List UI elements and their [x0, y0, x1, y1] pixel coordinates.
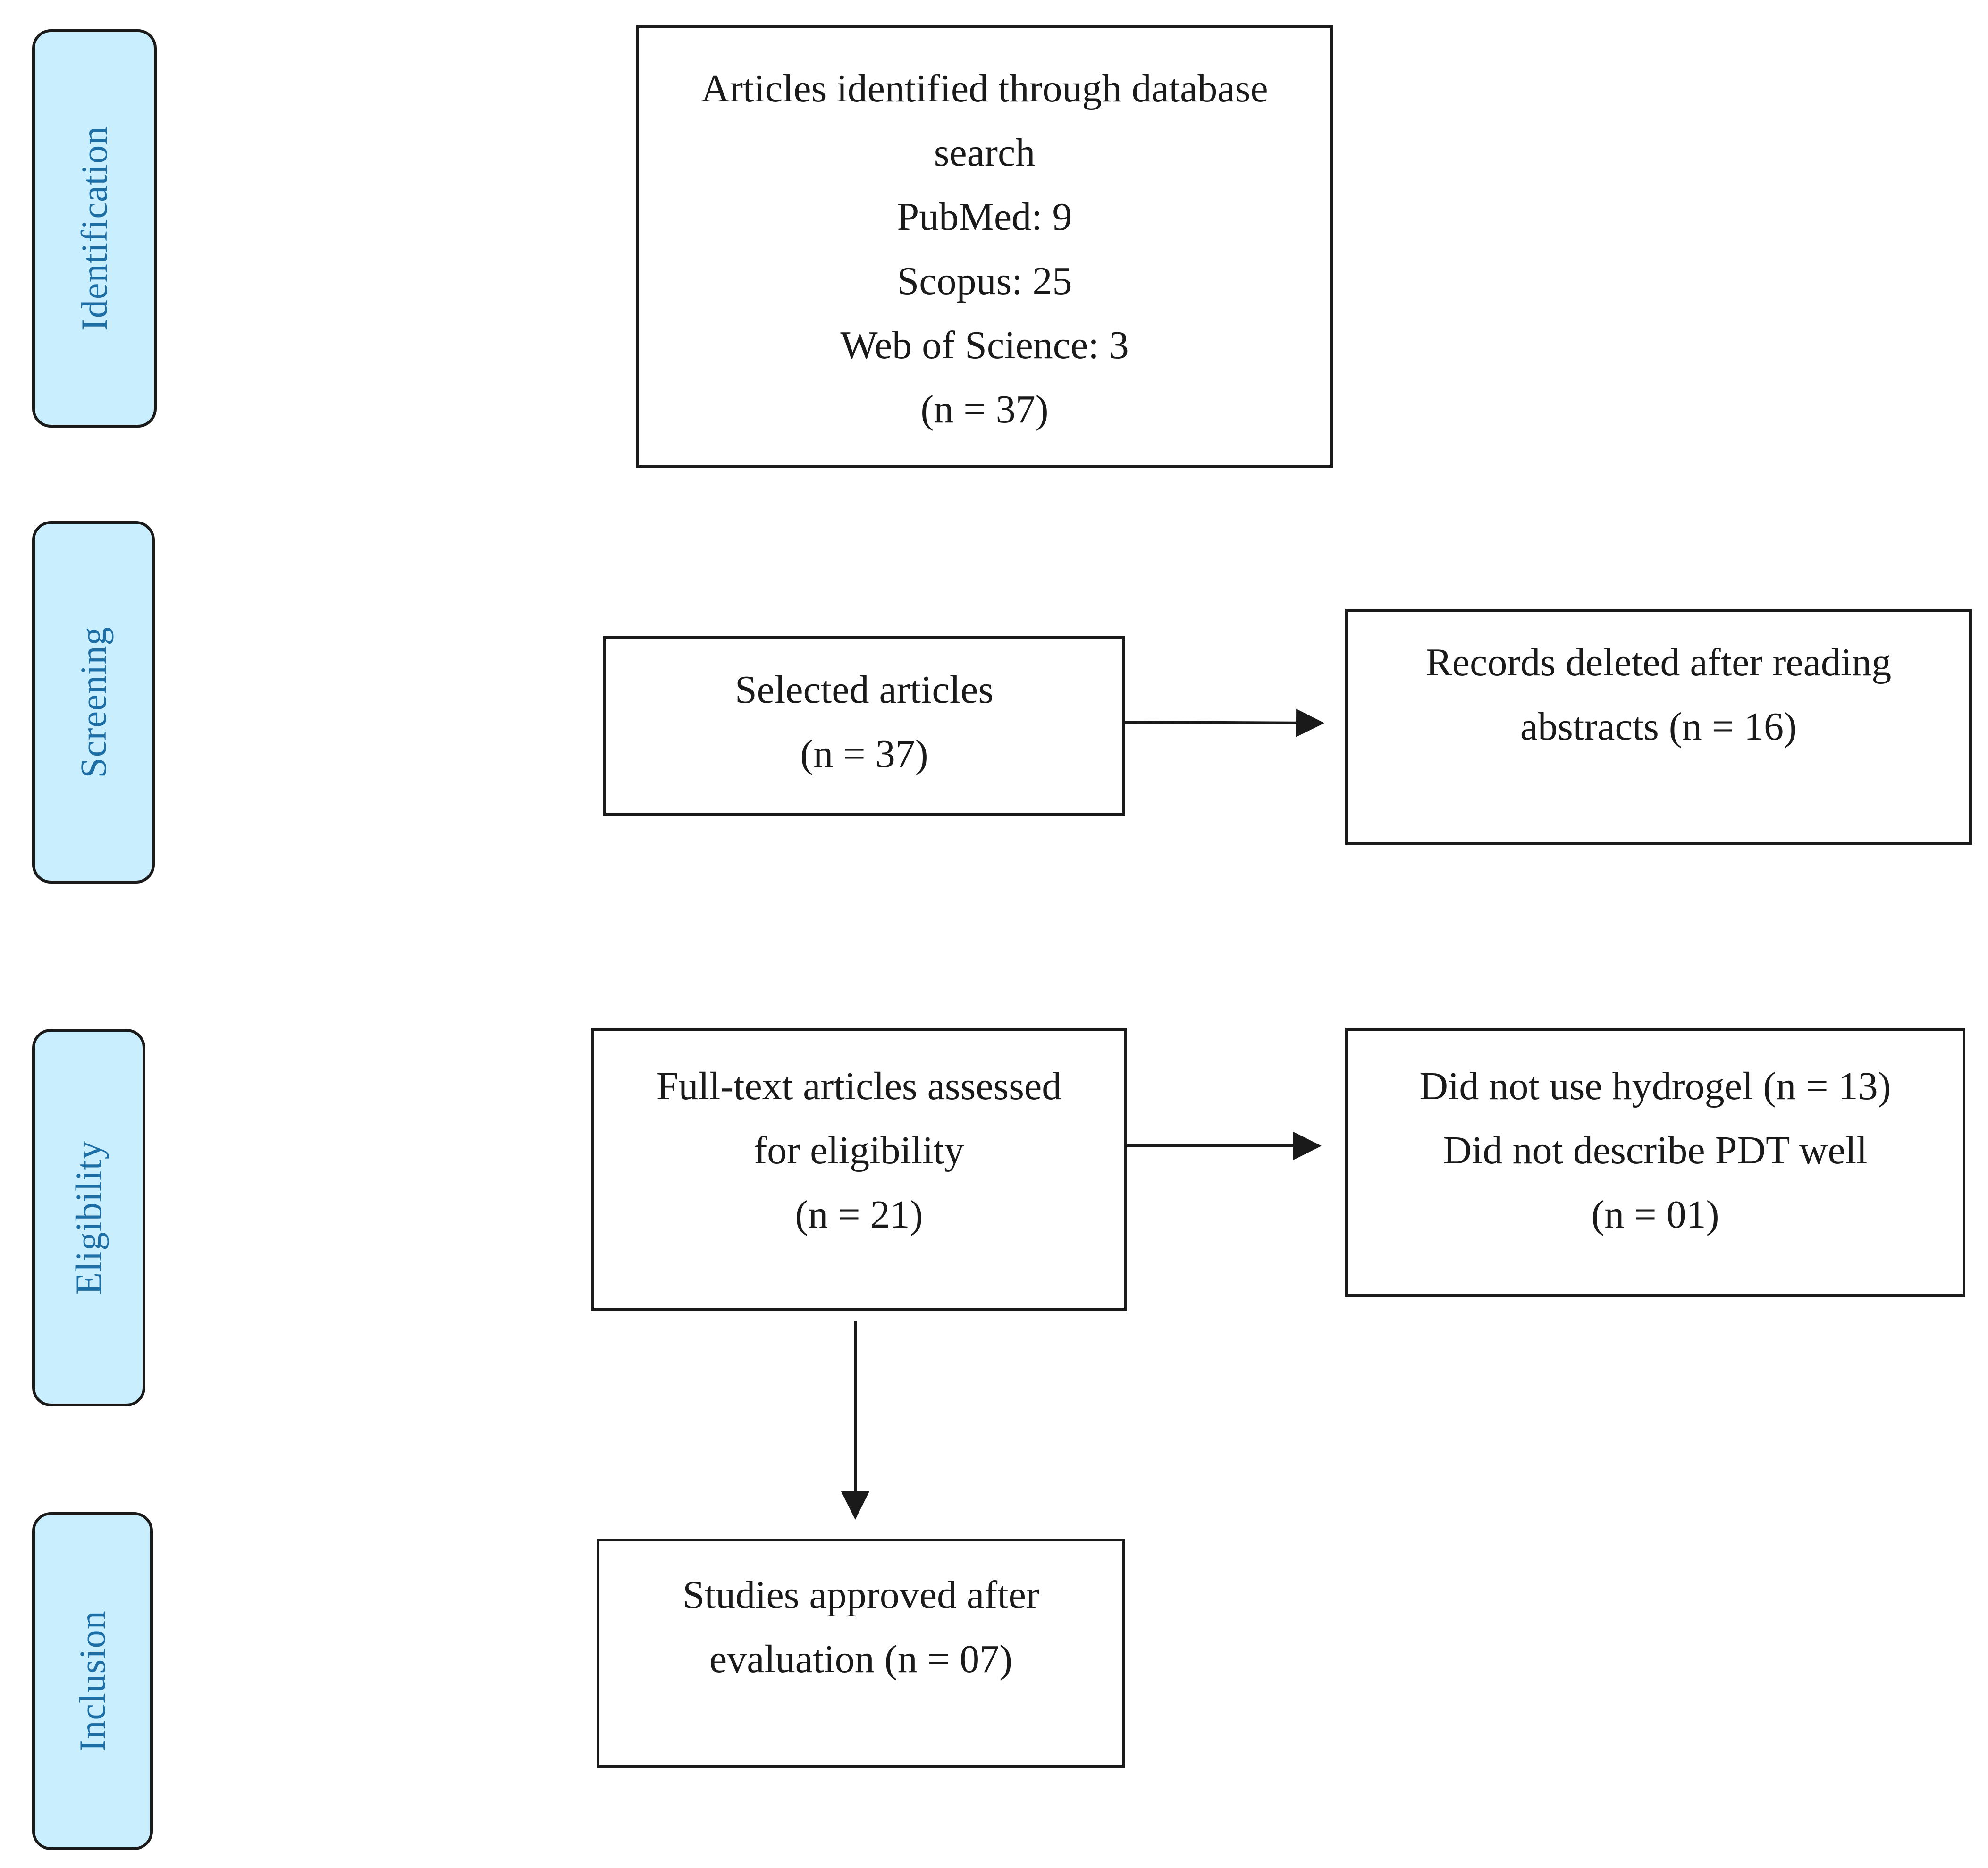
- approved-box: Studies approved after evaluation (n = 0…: [597, 1539, 1125, 1768]
- selected-box: Selected articles (n = 37): [603, 636, 1125, 816]
- approved-line-2: evaluation (n = 07): [709, 1637, 1013, 1681]
- phase-screening: Screening: [32, 521, 155, 884]
- identified-box: Articles identified through database sea…: [636, 25, 1333, 468]
- phase-inclusion: Inclusion: [32, 1512, 153, 1850]
- excluded-box: Did not use hydrogel (n = 13) Did not de…: [1345, 1028, 1965, 1297]
- selected-line-1: Selected articles: [734, 668, 994, 712]
- excluded-line-1: Did not use hydrogel (n = 13): [1419, 1064, 1891, 1108]
- phase-identification: Identification: [32, 29, 157, 428]
- identified-line-4: Scopus: 25: [897, 259, 1072, 303]
- excluded-line-2: Did not describe PDT well: [1443, 1128, 1868, 1172]
- identified-line-6: (n = 37): [920, 387, 1049, 431]
- arrow-selected-to-deleted: [1125, 708, 1324, 737]
- fulltext-line-1: Full-text articles assessed: [656, 1064, 1062, 1108]
- deleted-line-1: Records deleted after reading: [1425, 640, 1892, 684]
- deleted-line-2: abstracts (n = 16): [1520, 705, 1797, 749]
- excluded-line-3: (n = 01): [1591, 1193, 1719, 1237]
- fulltext-line-2: for eligibility: [754, 1128, 964, 1172]
- identified-line-3: PubMed: 9: [897, 195, 1072, 239]
- deleted-box: Records deleted after reading abstracts …: [1345, 609, 1972, 845]
- identified-line-5: Web of Science: 3: [840, 323, 1129, 367]
- phase-eligibility: Eligibility: [32, 1029, 145, 1406]
- fulltext-line-3: (n = 21): [795, 1193, 923, 1237]
- selected-line-2: (n = 37): [800, 732, 928, 776]
- approved-line-1: Studies approved after: [682, 1573, 1039, 1617]
- fulltext-box: Full-text articles assessed for eligibil…: [591, 1028, 1127, 1311]
- identified-line-2: search: [934, 131, 1036, 175]
- identified-line-1: Articles identified through database: [701, 67, 1268, 110]
